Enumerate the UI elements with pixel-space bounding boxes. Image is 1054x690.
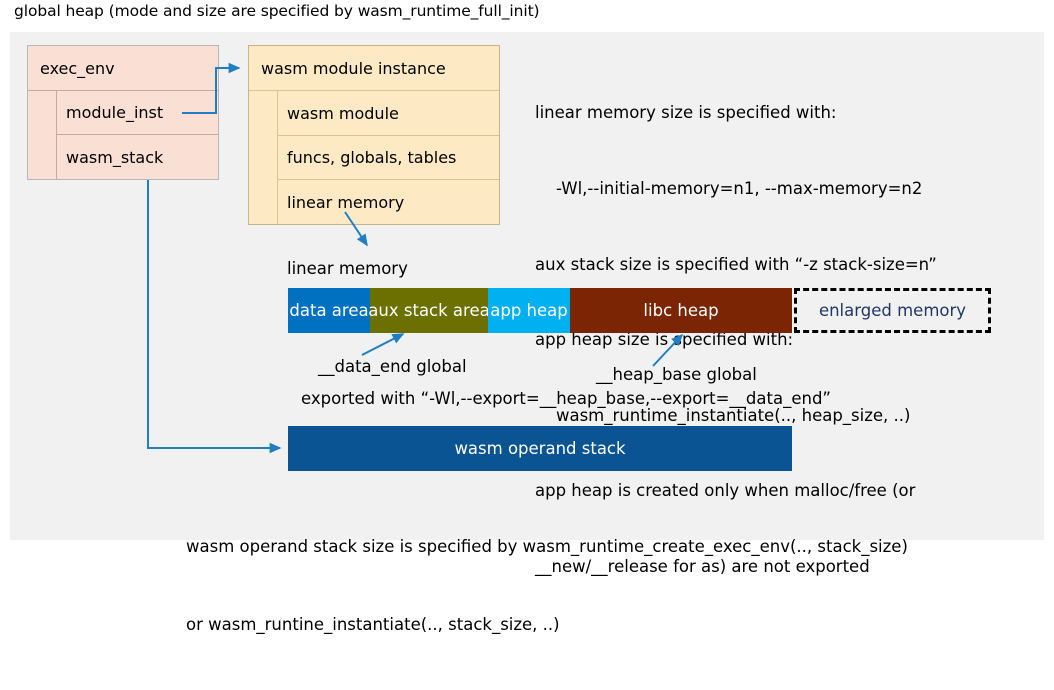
memory-segment-label: aux stack area [368, 301, 490, 320]
memory-segment-label: enlarged memory [818, 301, 967, 320]
module-instance-field-linear-memory: linear memory [277, 180, 499, 224]
wasm-module-instance-header: wasm module instance [249, 46, 499, 91]
exec-env-header: exec_env [28, 46, 218, 91]
note-line: or wasm_runtine_instantiate(.., stack_si… [186, 615, 560, 634]
memory-segment-aux-stack-area: aux stack area [368, 288, 490, 333]
exec-env-header-label: exec_env [40, 58, 115, 78]
linear-memory-field-label: linear memory [287, 192, 405, 212]
data-end-annotation: __data_end global [318, 357, 467, 376]
module-instance-field-wasm-module: wasm module [277, 91, 499, 136]
memory-segment-data-area: data area [288, 288, 370, 333]
memory-segment-app-heap: app heap [488, 288, 570, 333]
exec-env-field-module-inst: module_inst [56, 91, 218, 135]
memory-segment-libc-heap: libc heap [570, 288, 792, 333]
note-line: -Wl,--initial-memory=n1, --max-memory=n2 [535, 179, 923, 199]
operand-stack-note: wasm operand stack size is specified by … [186, 482, 908, 690]
page-title: global heap (mode and size are specified… [14, 2, 540, 20]
memory-segment-label: app heap [490, 301, 568, 320]
wasm-operand-stack-box: wasm operand stack [288, 426, 792, 471]
wasm-module-label: wasm module [287, 103, 399, 123]
exported-with-annotation: exported with “-Wl,--export=__heap_base,… [301, 389, 831, 408]
note-line: wasm_runtime_instantiate(.., heap_size, … [535, 405, 911, 425]
note-line: app heap is created only when malloc/fre… [535, 481, 916, 501]
note-line: wasm operand stack size is specified by … [186, 537, 908, 556]
wasm-module-instance-header-label: wasm module instance [261, 58, 446, 78]
exec-env-field-wasm-stack: wasm_stack [56, 135, 218, 179]
note-line: linear memory size is specified with: [535, 103, 837, 123]
memory-segment-enlarged-memory: enlarged memory [794, 288, 991, 333]
diagram-root: global heap (mode and size are specified… [10, 2, 1044, 634]
memory-segment-label: libc heap [643, 301, 719, 320]
memory-segment-label: data area [289, 301, 369, 320]
module-inst-label: module_inst [66, 103, 164, 122]
wasm-stack-label: wasm_stack [66, 147, 164, 167]
wasm-operand-stack-label: wasm operand stack [454, 439, 626, 458]
module-instance-field-funcs-globals-tables: funcs, globals, tables [277, 136, 499, 180]
funcs-globals-tables-label: funcs, globals, tables [287, 148, 457, 167]
note-line: aux stack size is specified with “-z sta… [535, 254, 937, 274]
heap-base-annotation: __heap_base global [596, 365, 757, 384]
linear-memory-caption: linear memory [287, 259, 408, 278]
